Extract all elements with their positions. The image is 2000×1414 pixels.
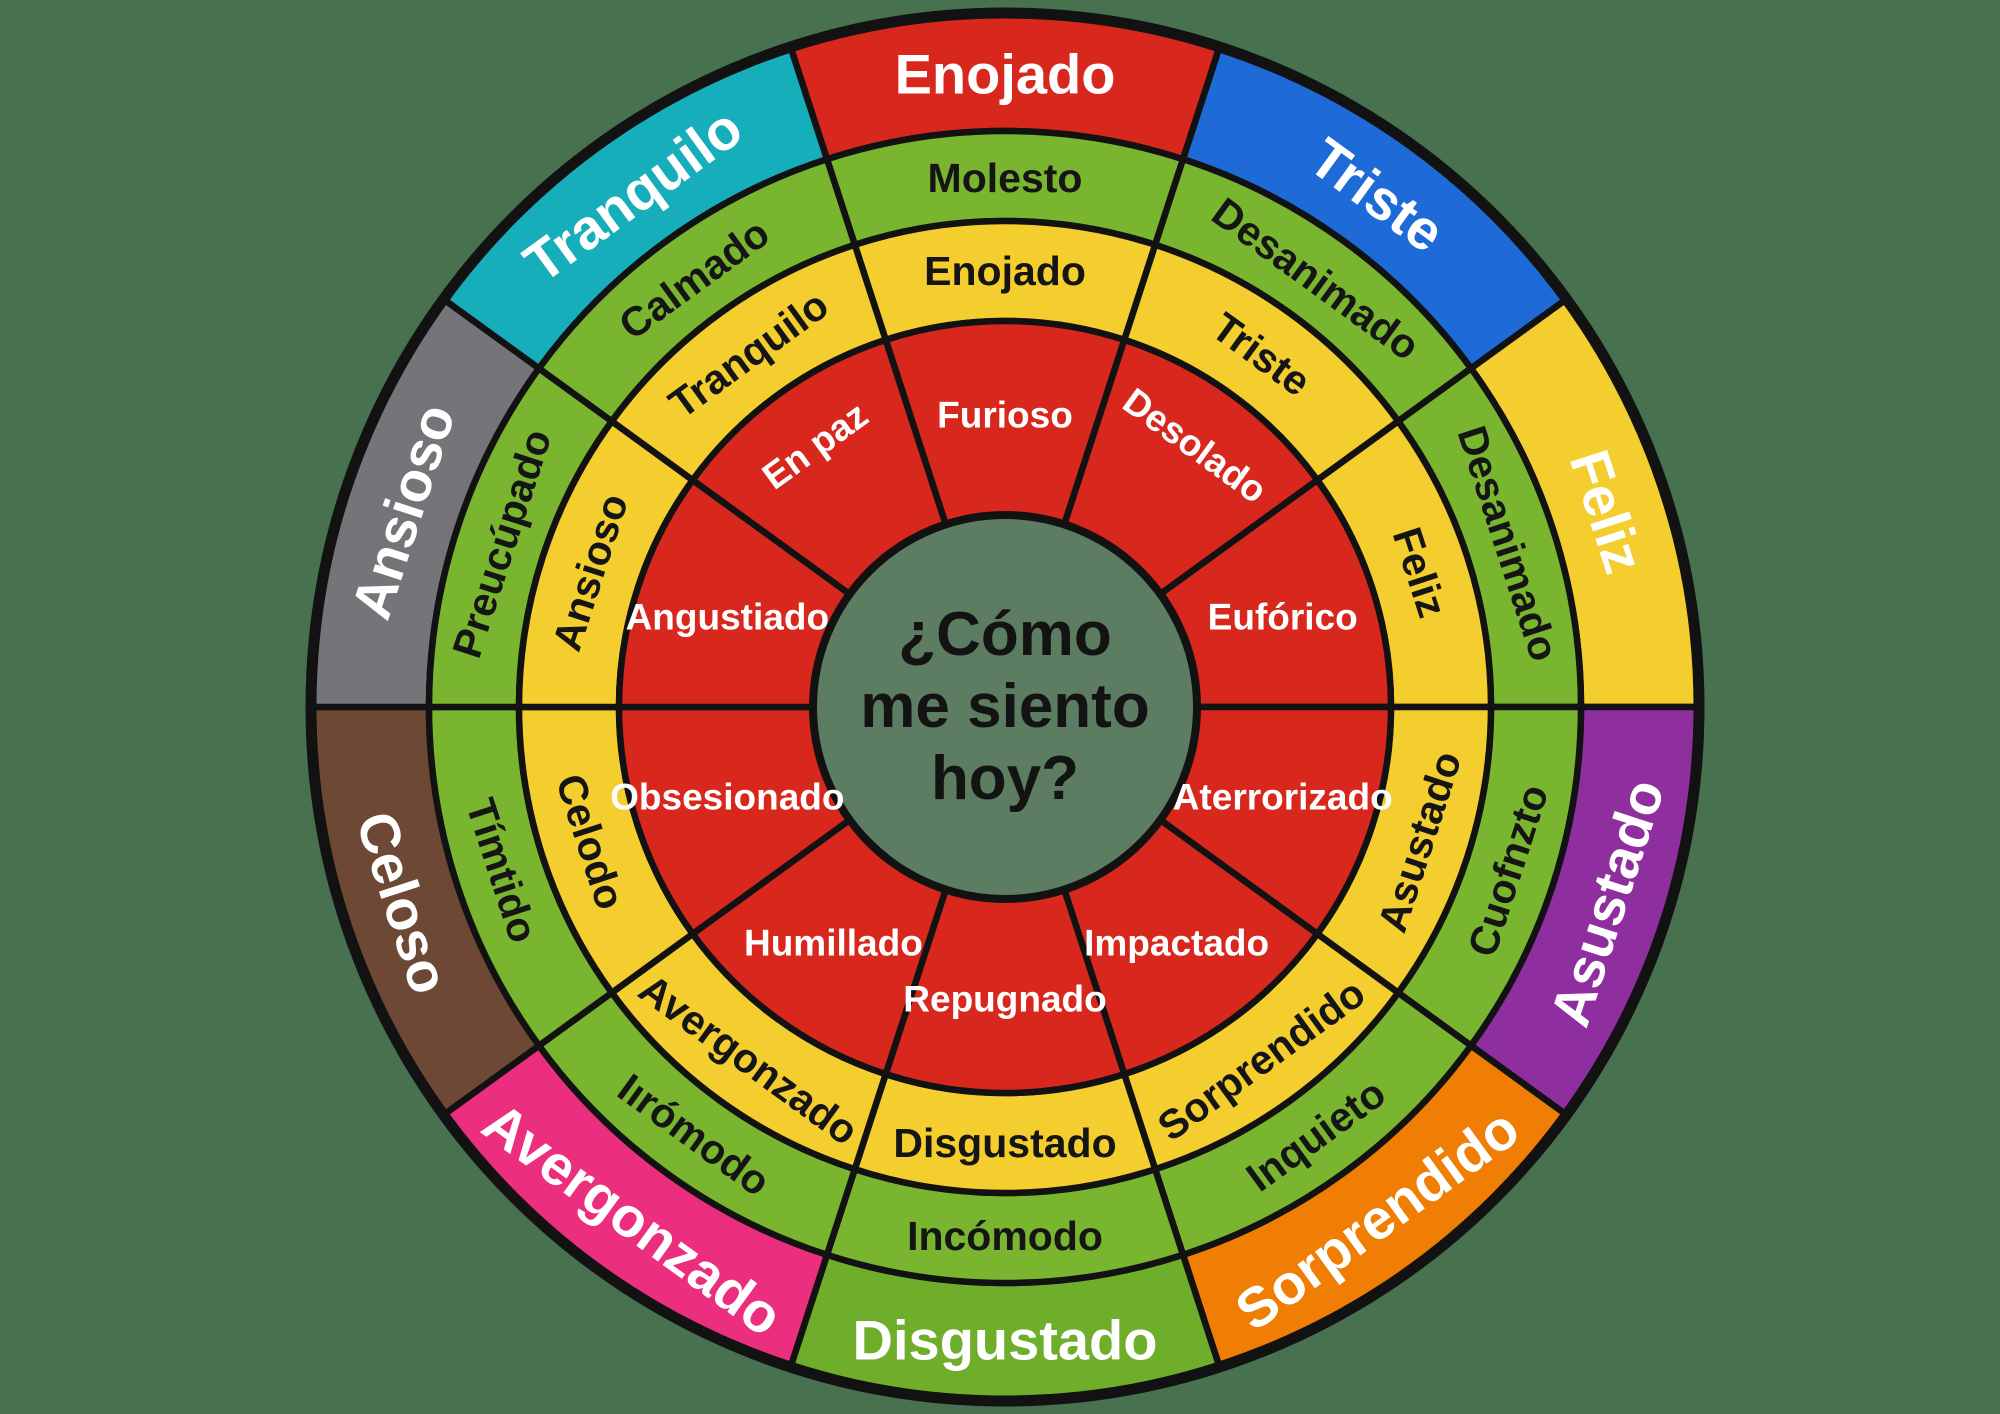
label-avergonzado-red-word: Humillado [744, 923, 923, 964]
label-disgustado-category: Disgustado [853, 1309, 1158, 1372]
label-enojado-red-word: Furioso [937, 395, 1073, 436]
label-disgustado-green-word: Incómodo [907, 1213, 1103, 1259]
center-question-line: hoy? [931, 744, 1079, 813]
center-question-line: me siento [860, 672, 1149, 741]
label-disgustado-yellow-word: Disgustado [893, 1120, 1116, 1166]
label-sorprendido-red-word: Impactado [1084, 923, 1269, 964]
wheel-outer-rim [305, 7, 1705, 1407]
label-ansioso-red-word: Angustiado [626, 596, 829, 637]
label-enojado-green-word: Molesto [928, 155, 1083, 201]
label-enojado-yellow-word: Enojado [924, 248, 1086, 294]
label-feliz-red-word: Eufórico [1208, 596, 1358, 637]
label-asustado-red-word: Aterrorizado [1173, 777, 1393, 818]
label-celoso-red-word: Obsesionado [610, 777, 844, 818]
label-disgustado-red-word: Repugnado [903, 979, 1106, 1020]
center-circle [809, 511, 1201, 903]
label-enojado-category: Enojado [895, 43, 1116, 106]
center-question-line: ¿Cómo [898, 600, 1112, 669]
